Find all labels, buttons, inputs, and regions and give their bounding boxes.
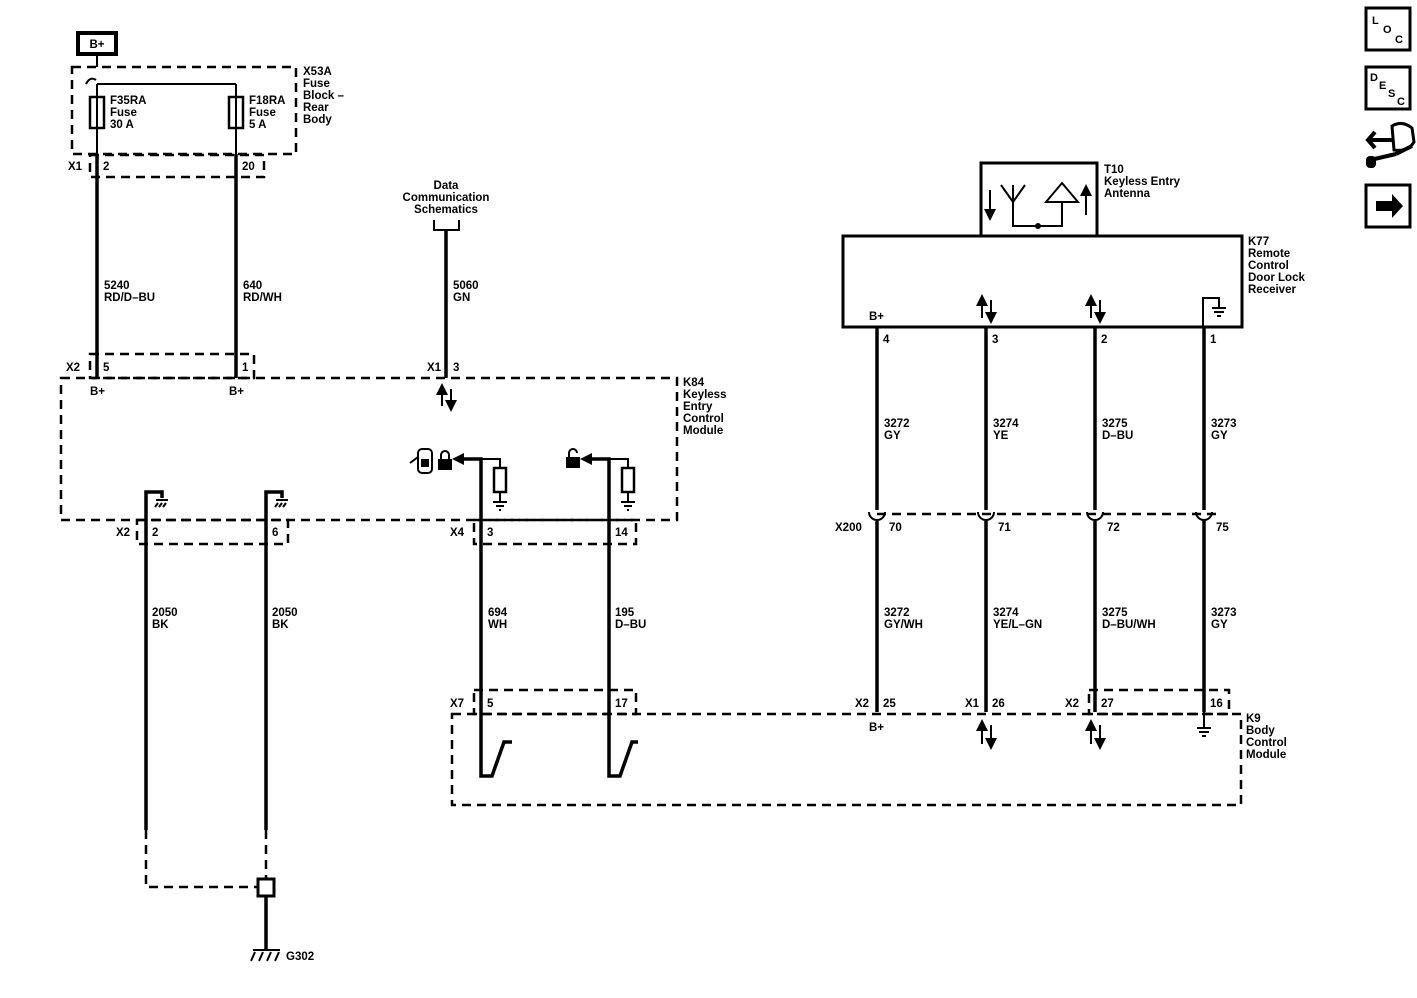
svg-text:5: 5 <box>103 362 110 374</box>
connector-icon[interactable] <box>1365 121 1416 168</box>
svg-text:3: 3 <box>992 334 998 346</box>
svg-text:6: 6 <box>272 527 278 539</box>
svg-text:14: 14 <box>615 527 628 539</box>
svg-text:1: 1 <box>1210 334 1217 346</box>
svg-text:C: C <box>1395 34 1403 46</box>
svg-text:27: 27 <box>1101 698 1114 710</box>
svg-text:X2: X2 <box>116 527 130 539</box>
svg-text:70: 70 <box>889 522 902 534</box>
svg-text:72: 72 <box>1107 522 1120 534</box>
svg-text:17: 17 <box>615 698 628 710</box>
inline-connector-x200: X200 70 71 72 75 <box>835 511 1229 534</box>
svg-text:2: 2 <box>1101 334 1107 346</box>
svg-text:4: 4 <box>883 334 890 346</box>
description-button[interactable]: D E S C <box>1364 65 1412 111</box>
svg-text:25: 25 <box>883 698 896 710</box>
svg-text:X2: X2 <box>855 698 869 710</box>
svg-text:B+: B+ <box>869 722 884 734</box>
svg-text:2: 2 <box>103 161 109 173</box>
lock-open-icon <box>566 448 580 468</box>
svg-text:20: 20 <box>242 161 255 173</box>
svg-text:X1: X1 <box>68 161 83 173</box>
svg-text:X200: X200 <box>835 522 862 534</box>
svg-text:X7: X7 <box>450 698 464 710</box>
svg-text:X2: X2 <box>1065 698 1079 710</box>
svg-text:X1: X1 <box>427 362 442 374</box>
svg-text:B+: B+ <box>89 39 104 51</box>
svg-text:S: S <box>1388 88 1395 100</box>
svg-text:3: 3 <box>487 527 493 539</box>
svg-text:O: O <box>1383 24 1392 36</box>
svg-text:B+: B+ <box>229 386 244 398</box>
arrow-right-icon[interactable] <box>1364 183 1412 229</box>
svg-text:X1: X1 <box>965 698 980 710</box>
svg-text:G302: G302 <box>286 951 314 963</box>
svg-text:1: 1 <box>242 362 249 374</box>
svg-text:X4: X4 <box>450 527 465 539</box>
svg-text:E: E <box>1379 80 1386 92</box>
svg-text:B+: B+ <box>869 311 884 323</box>
svg-text:X2: X2 <box>66 362 80 374</box>
svg-text:75: 75 <box>1216 522 1229 534</box>
svg-text:26: 26 <box>992 698 1005 710</box>
svg-text:16: 16 <box>1210 698 1223 710</box>
svg-text:L: L <box>1372 15 1379 27</box>
svg-text:2: 2 <box>152 527 158 539</box>
svg-text:D: D <box>1370 72 1378 84</box>
lock-closed-icon <box>438 450 452 470</box>
svg-text:C: C <box>1397 96 1405 108</box>
power-source: B+ <box>76 31 118 67</box>
svg-text:3: 3 <box>453 362 459 374</box>
location-button[interactable]: L O C <box>1364 6 1412 52</box>
ground-g302: G302 <box>144 830 314 963</box>
svg-text:B+: B+ <box>90 386 105 398</box>
door-ajar-icon <box>409 448 433 474</box>
svg-text:71: 71 <box>998 522 1011 534</box>
svg-text:5: 5 <box>487 698 494 710</box>
